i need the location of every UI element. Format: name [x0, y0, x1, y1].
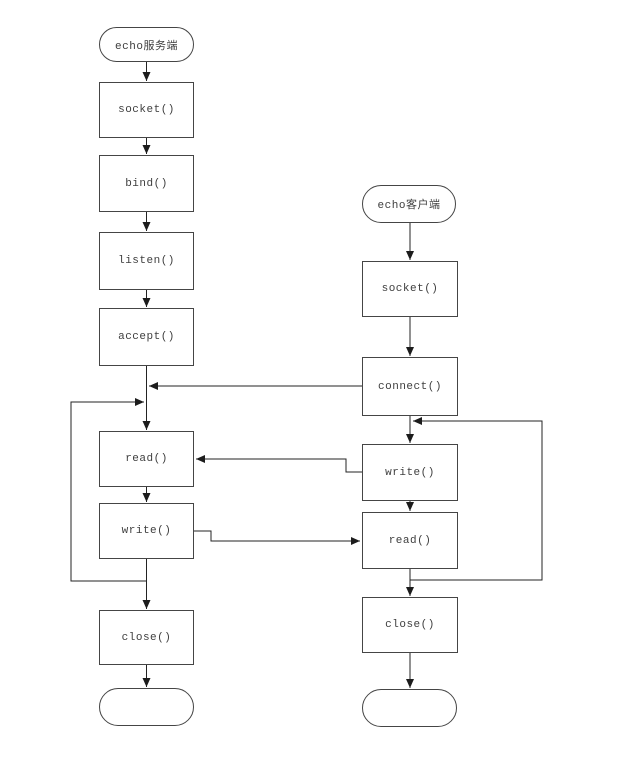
- client-end-terminal: [362, 689, 457, 727]
- server-step-accept-label: accept(): [118, 331, 175, 343]
- client-step-close: close(): [362, 597, 458, 653]
- server-step-close-label: close(): [121, 631, 172, 644]
- server-step-bind-label: bind(): [125, 177, 168, 190]
- edge-server-write-to-client-read: [194, 530, 360, 545]
- client-step-socket-label: socket(): [381, 283, 439, 295]
- server-step-write: write(): [99, 503, 194, 559]
- server-step-listen-label: listen(): [118, 255, 175, 267]
- server-end-terminal: [99, 688, 194, 726]
- edge-client-loop-read-to-write: [410, 417, 543, 581]
- server-step-accept: accept(): [99, 308, 194, 366]
- client-step-read: read(): [362, 512, 458, 569]
- server-start-label: echo服务端: [115, 40, 178, 53]
- client-start-label: echo客户端: [377, 200, 441, 212]
- client-step-read-label: read(): [388, 534, 432, 547]
- client-step-write-label: write(): [385, 466, 435, 479]
- server-step-socket-label: socket(): [118, 104, 175, 116]
- server-step-close: close(): [99, 610, 194, 665]
- server-step-read-label: read(): [125, 453, 168, 465]
- client-step-close-label: close(): [385, 619, 435, 631]
- server-step-socket: socket(): [99, 82, 194, 138]
- server-step-listen: listen(): [99, 232, 194, 290]
- client-step-write: write(): [362, 444, 458, 501]
- server-step-bind: bind(): [99, 155, 194, 212]
- server-step-write-label: write(): [121, 525, 172, 537]
- edge-client-write-to-server-read: [196, 455, 362, 473]
- server-step-read: read(): [99, 431, 194, 487]
- client-step-connect-label: connect(): [378, 380, 442, 393]
- client-step-socket: socket(): [362, 261, 458, 317]
- client-step-connect: connect(): [362, 357, 458, 416]
- server-start-terminal: echo服务端: [99, 27, 194, 62]
- edge-server-loop-write-to-read: [70, 398, 147, 582]
- client-start-terminal: echo客户端: [362, 185, 456, 223]
